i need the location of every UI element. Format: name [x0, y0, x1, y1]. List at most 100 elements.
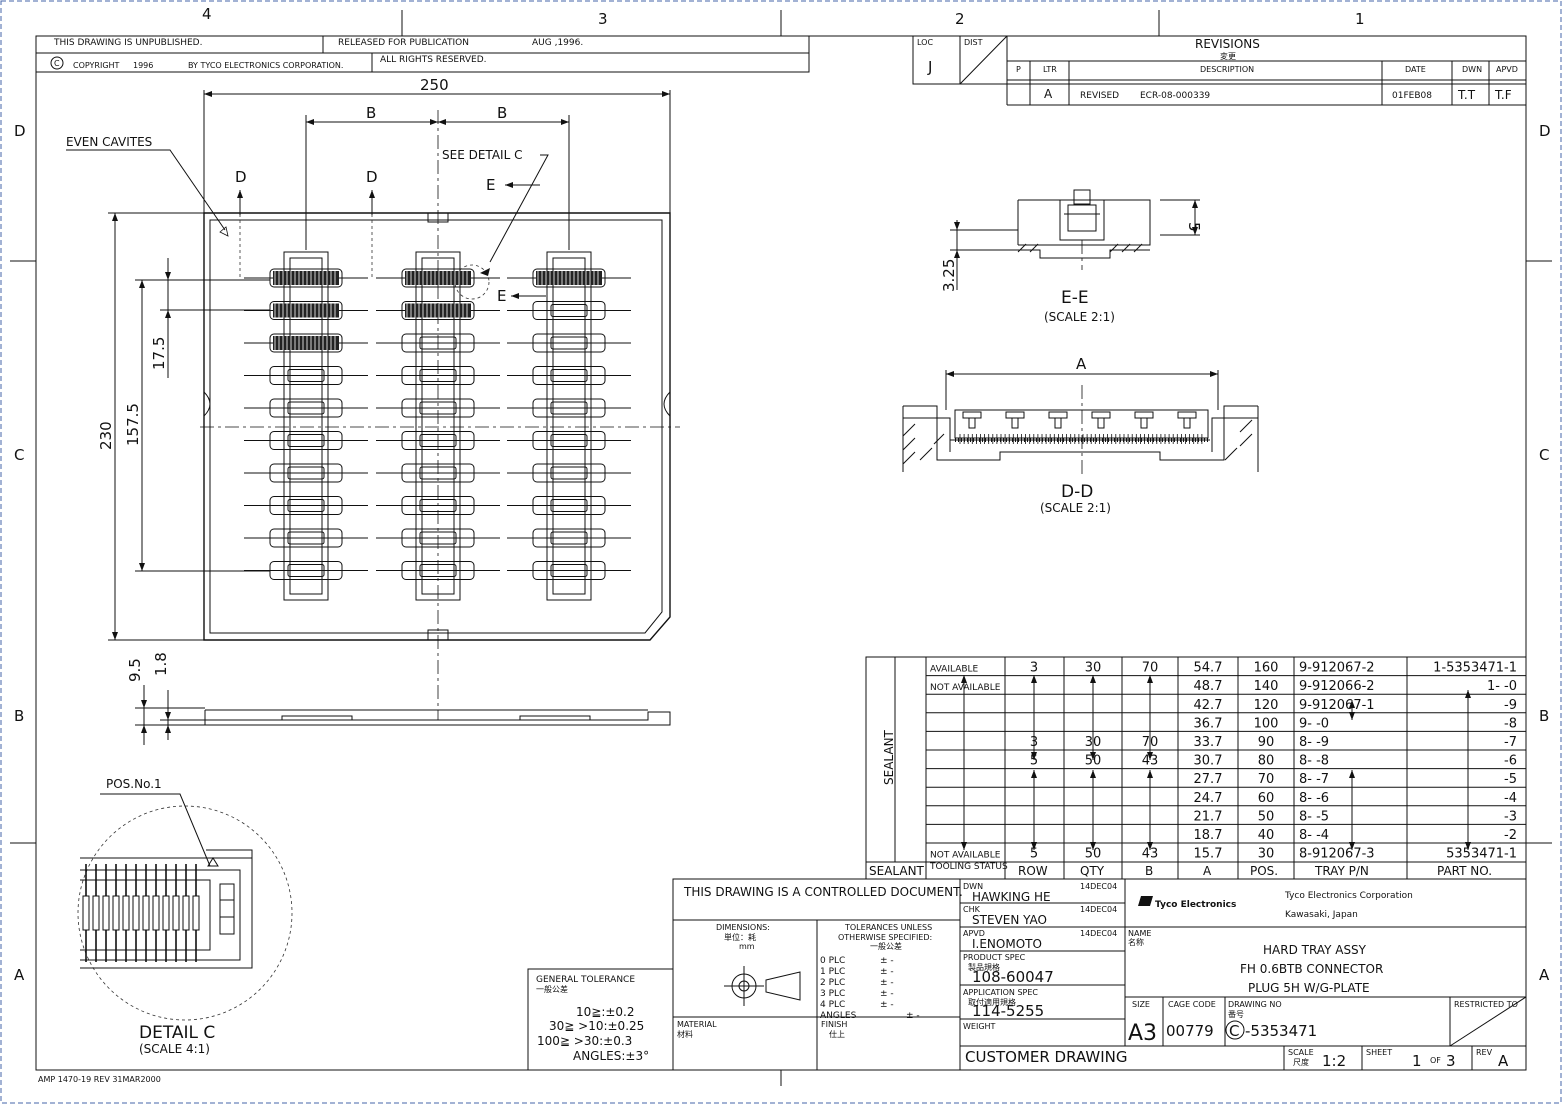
apvd-label: APVD: [963, 929, 985, 938]
copyright-symbol: [50, 56, 64, 70]
detail-contact-body: [192, 895, 200, 931]
revisions-block: [912, 35, 1527, 106]
sealant-vertical-label: SEALANT: [882, 729, 896, 785]
cavity-inner-pocket: [287, 434, 325, 447]
connector-part: [273, 303, 339, 318]
th-row: ROW: [1018, 864, 1048, 878]
cavity-inner-pocket: [287, 401, 325, 415]
part-cell-pos: 160: [1254, 661, 1279, 676]
detail-c-label: DETAIL C: [139, 1023, 215, 1043]
part-cell-tray: 9-912067-1: [1299, 698, 1375, 713]
th-tray-pn: TRAY P/N: [1314, 864, 1369, 878]
general-tol-jp: 一般公差: [536, 984, 568, 994]
cavity-inner-pocket: [550, 434, 588, 447]
cavity-pocket: [269, 268, 343, 288]
th-part-no: PART NO.: [1437, 864, 1492, 878]
tray-side-view: [135, 685, 671, 745]
finish-jp: 仕上: [829, 1029, 845, 1039]
cavity-inner-pocket: [419, 401, 457, 415]
detail-c-scale: (SCALE 4:1): [139, 1042, 210, 1056]
cavity-pocket: [269, 431, 343, 450]
tol-title1: TOLERANCES UNLESS: [844, 923, 932, 932]
tol-row-label: 3 PLC: [820, 989, 845, 999]
part-cell-a: 54.7: [1194, 661, 1223, 676]
part-cell-status: NOT AVAILABLE: [930, 851, 1001, 861]
size-value: A3: [1128, 1021, 1157, 1046]
part-cell-a: 30.7: [1194, 754, 1223, 769]
tol-row-label: 4 PLC: [820, 1000, 845, 1010]
part-cell-status: NOT AVAILABLE: [930, 683, 1001, 693]
rev-value: A: [1498, 1052, 1509, 1070]
cage-value: 00779: [1166, 1022, 1214, 1040]
sheet-of: OF: [1430, 1056, 1441, 1065]
th-sealant: SEALANT: [869, 864, 925, 878]
dd-dim-a: A: [1076, 355, 1087, 373]
sheet-label: SHEET: [1366, 1048, 1392, 1057]
dd-contact-leg: [1140, 418, 1148, 429]
see-detail-label: SEE DETAIL C: [442, 148, 522, 162]
general-tol-label: GENERAL TOLERANCE: [536, 975, 635, 985]
tol-row-value: ± -: [880, 978, 894, 988]
continuation-arrowhead: [1349, 700, 1355, 720]
controlled-document: THIS DRAWING IS A CONTROLLED DOCUMENT.: [683, 885, 963, 899]
grid-col-4: 4: [202, 5, 212, 23]
cavity-inner-pocket: [419, 564, 457, 577]
grid-row-a-right: A: [1539, 966, 1550, 984]
detail-c-contacts: [82, 864, 200, 962]
connector-part: [536, 271, 602, 285]
chk-name: STEVEN YAO: [972, 913, 1047, 927]
part-cell-a: 15.7: [1194, 847, 1223, 862]
part-cell-pos: 70: [1258, 772, 1275, 787]
material-jp: 材料: [677, 1029, 693, 1039]
dd-scale: (SCALE 2:1): [1040, 501, 1111, 515]
revisions-title-jp: 変更: [1220, 51, 1236, 61]
part-cell-pos: 100: [1254, 716, 1279, 731]
part-cell-a: 27.7: [1194, 772, 1223, 787]
tol-row-label: ANGLES: [820, 1011, 857, 1021]
part-cell-tray: 8- -8: [1299, 754, 1329, 769]
th-qty: QTY: [1080, 864, 1105, 878]
customer-drawing: CUSTOMER DRAWING: [965, 1048, 1127, 1066]
rev-desc2: ECR-08-000339: [1140, 91, 1210, 101]
scale-jp: 尺度: [1293, 1057, 1309, 1067]
tol-title2: OTHERWISE SPECIFIED:: [838, 933, 932, 942]
col-p: P: [1016, 65, 1021, 74]
weight-label: WEIGHT: [963, 1022, 996, 1031]
part-cell-b: 43: [1142, 847, 1159, 862]
part-cell-part: 5353471-1: [1446, 847, 1517, 862]
sheet-value: 1: [1412, 1052, 1422, 1070]
part-cell-tray: 8- -6: [1299, 791, 1329, 806]
cavity-pocket: [269, 561, 343, 580]
copyright-year: 1996: [133, 61, 153, 70]
cavity-pocket: [269, 496, 343, 515]
cavity-pocket: [269, 301, 343, 320]
publication-header: [35, 35, 810, 73]
released-note: RELEASED FOR PUBLICATION: [338, 38, 469, 48]
finish-label: FINISH: [821, 1020, 847, 1029]
title-line-3: PLUG 5H W/G-PLATE: [1248, 981, 1370, 995]
copyright-symbol-letter: C: [54, 59, 60, 68]
part-cell-tray: 8- -7: [1299, 772, 1329, 787]
cavity-pocket: [532, 528, 606, 548]
cavity-inner-pocket: [550, 564, 588, 577]
cavity-pocket: [401, 366, 475, 385]
detail-contact-body: [182, 895, 190, 931]
cavity-inner-pocket: [287, 531, 325, 545]
rights-reserved: ALL RIGHTS RESERVED.: [380, 55, 487, 65]
part-cell-tray: 8- -9: [1299, 735, 1329, 750]
product-spec: 108-60047: [972, 968, 1054, 986]
detail-contact-body: [142, 895, 150, 931]
detail-contact-body: [172, 895, 180, 931]
tol-jp: 一般公差: [870, 941, 902, 951]
dimensions-unit: mm: [739, 942, 755, 951]
cage-label: CAGE CODE: [1168, 1000, 1216, 1009]
rev-ltr: A: [1044, 87, 1053, 101]
part-cell-a: 18.7: [1194, 828, 1223, 843]
cavity-column-outline: [415, 251, 461, 601]
release-date: AUG ,1996.: [532, 38, 583, 48]
col-apvd: APVD: [1496, 65, 1518, 74]
cavity-pocket: [532, 333, 606, 353]
scale-label: SCALE: [1288, 1048, 1314, 1057]
